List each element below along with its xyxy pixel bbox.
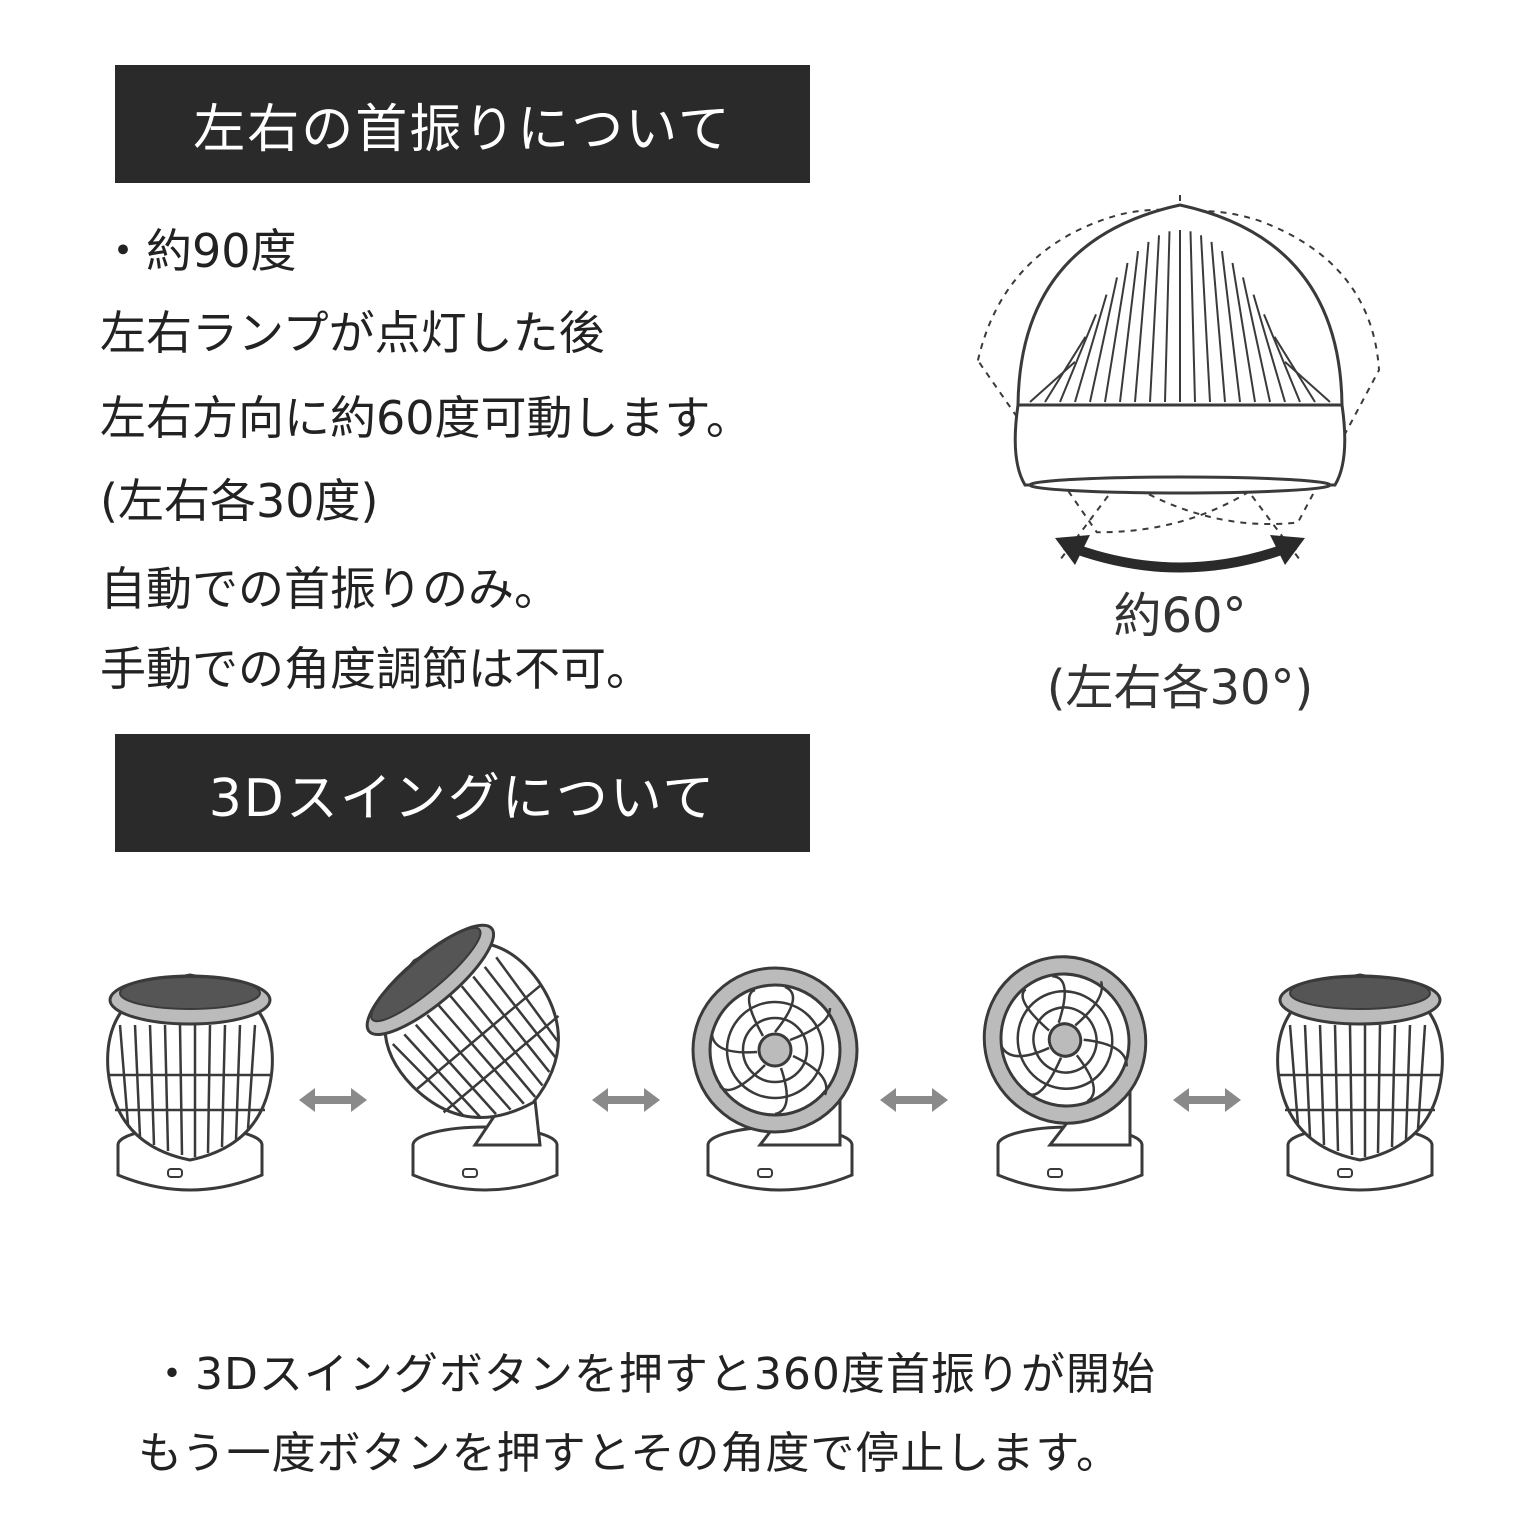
grille-rib	[1210, 241, 1226, 403]
grille-rib	[1284, 361, 1331, 403]
section-heading-oscillation: 左右の首振りについて	[115, 65, 810, 183]
grille-rib	[1059, 313, 1097, 403]
spec-line-1: ・約90度	[100, 224, 297, 278]
grille-rib	[1044, 336, 1087, 403]
spec-line-5: 自動での首振りのみ。	[100, 562, 560, 616]
section-heading-3d-swing: 3Dスイングについて	[115, 734, 810, 852]
grille-rib	[1104, 262, 1129, 403]
swing-desc-line-2: もう一度ボタンを押すとその角度で停止します。	[138, 1428, 1121, 1479]
spec-line-4: (左右各30度)	[100, 474, 379, 528]
swing-desc-line-1: ・3Dスイングボタンを押すと360度首振りが開始	[150, 1349, 1156, 1400]
grille-rib	[1134, 241, 1150, 403]
spec-line-2: 左右ランプが点灯した後	[100, 306, 605, 360]
grille-rib	[1149, 235, 1160, 403]
double-arrow-icon	[299, 1088, 1241, 1112]
grille-rib	[1252, 294, 1286, 403]
grille-rib	[1164, 231, 1171, 403]
grille-rib	[1089, 277, 1118, 403]
grille-rib	[1221, 250, 1241, 403]
grille-rib	[1074, 294, 1108, 403]
spec-line-6: 手動での角度調節は不可。	[100, 642, 652, 696]
grille-rib	[1029, 361, 1076, 403]
spec-line-3: 左右方向に約60度可動します。	[100, 391, 752, 445]
grille-rib	[1231, 262, 1256, 403]
grille-rib	[1189, 231, 1196, 403]
grille-rib	[1200, 235, 1211, 403]
grille-rib	[1242, 277, 1271, 403]
grille-rib	[1263, 313, 1301, 403]
angle-sub-label: (左右各30°)	[1046, 660, 1314, 716]
angle-label: 約60°	[1113, 588, 1247, 644]
grille-rib	[1119, 250, 1139, 403]
